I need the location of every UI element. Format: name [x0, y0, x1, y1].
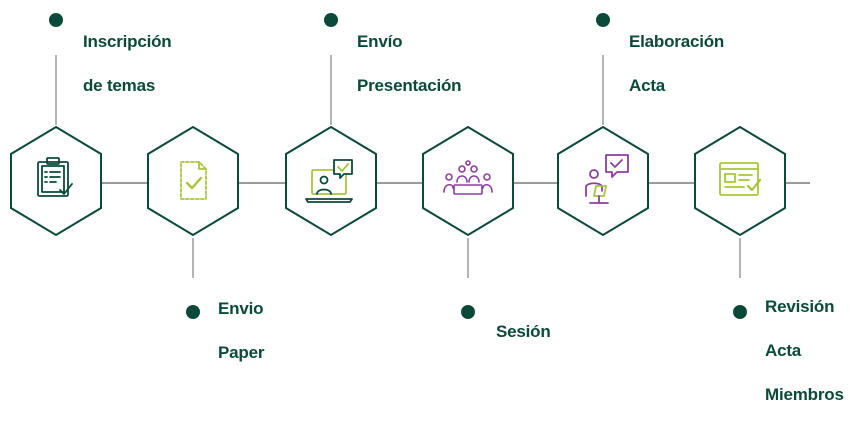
document-review-icon	[719, 162, 762, 196]
step-2-hexagon	[147, 125, 239, 237]
step-5-dot	[596, 13, 610, 27]
process-timeline-diagram	[10, 55, 810, 278]
step-2-dot	[186, 305, 200, 319]
step-6-dot	[733, 305, 747, 319]
step-6-label-line-2: Acta	[765, 341, 802, 360]
step-1-label: Inscripción de temas	[83, 9, 172, 119]
clipboard-checklist-icon	[37, 157, 73, 197]
speaker-chat-icon	[585, 154, 629, 204]
step-6-label-line-1: Revisión	[765, 297, 835, 316]
step-1-label-line-1: Inscripción	[83, 32, 172, 51]
step-5-hexagon	[557, 125, 649, 237]
step-3-label-line-2: Presentación	[357, 76, 462, 95]
presentation-laptop-icon	[305, 159, 353, 203]
step-3-dot	[324, 13, 338, 27]
step-2-label-line-1: Envio	[218, 299, 264, 318]
step-4-hexagon	[422, 125, 514, 237]
step-3-label: Envío Presentación	[357, 9, 462, 119]
step-6-hexagon	[694, 125, 786, 237]
meeting-table-icon	[443, 160, 493, 195]
step-3-label-line-1: Envío	[357, 32, 403, 51]
step-5-label-line-1: Elaboración	[629, 32, 725, 51]
step-4-label-line-1: Sesión	[496, 322, 551, 341]
step-1-hexagon	[10, 125, 102, 237]
step-6-label-line-3: Miembros	[765, 385, 844, 404]
step-2-label: Envio Paper	[218, 276, 264, 386]
document-check-icon	[180, 161, 207, 200]
step-1-dot	[49, 13, 63, 27]
step-3-hexagon	[285, 125, 377, 237]
step-2-label-line-2: Paper	[218, 343, 265, 362]
step-5-label: Elaboración Acta	[629, 9, 724, 119]
step-5-label-line-2: Acta	[629, 76, 666, 95]
step-1-label-line-2: de temas	[83, 76, 156, 95]
step-6-label: Revisión Acta Miembros	[765, 274, 844, 428]
step-4-dot	[461, 305, 475, 319]
step-4-label: Sesión	[496, 299, 551, 365]
